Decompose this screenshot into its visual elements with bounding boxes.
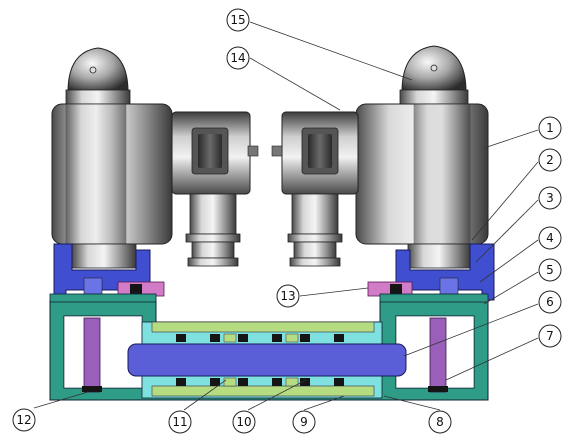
callout-label: 10: [236, 415, 251, 429]
leader-lines: [33, 21, 539, 411]
callout-label: 13: [280, 289, 295, 303]
callout-label: 4: [546, 231, 554, 245]
callout-label: 12: [16, 413, 31, 427]
left-cap-ring: [65, 89, 131, 105]
callout-10: 10: [232, 410, 256, 434]
callout-9: 9: [292, 410, 316, 434]
callout-label: 3: [546, 191, 554, 205]
callout-3: 3: [538, 186, 562, 210]
right-actuator: [271, 45, 495, 301]
callout-label: 9: [300, 415, 308, 429]
seal-row-top: [176, 333, 344, 343]
left-cable-gland: [189, 193, 237, 235]
left-actuator: [51, 47, 259, 301]
callout-label: 5: [546, 263, 554, 277]
lime-sleeve-top: [151, 321, 375, 333]
left-dome-cap: [67, 47, 129, 93]
callout-12: 12: [12, 408, 36, 432]
callout-7: 7: [538, 324, 562, 348]
callout-label: 11: [172, 415, 187, 429]
callout-5: 5: [538, 258, 562, 282]
callout-1: 1: [538, 116, 562, 140]
left-purple-pin: [83, 317, 101, 393]
piston-rod: [127, 343, 407, 377]
callout-6: 6: [538, 290, 562, 314]
callout-label: 6: [546, 295, 554, 309]
callout-8: 8: [428, 410, 452, 434]
right-purple-pin: [429, 317, 447, 393]
right-blue-mount: [395, 243, 495, 301]
callout-13: 13: [276, 284, 300, 308]
callout-2: 2: [538, 148, 562, 172]
right-cap-ring: [399, 89, 469, 105]
callout-15: 15: [226, 8, 250, 32]
callout-label: 15: [230, 13, 245, 27]
top-plate: [49, 293, 157, 303]
callout-label: 14: [230, 51, 245, 65]
callout-label: 7: [546, 329, 554, 343]
callout-label: 1: [546, 121, 554, 135]
callout-4: 4: [538, 226, 562, 250]
callout-label: 8: [436, 415, 444, 429]
callout-11: 11: [168, 410, 192, 434]
central-assembly: [127, 321, 407, 399]
callout-label: 2: [546, 153, 554, 167]
seal-row-bottom: [176, 377, 344, 387]
right-cable-gland: [291, 193, 339, 235]
callout-14: 14: [226, 46, 250, 70]
lime-sleeve-bottom: [151, 385, 375, 397]
